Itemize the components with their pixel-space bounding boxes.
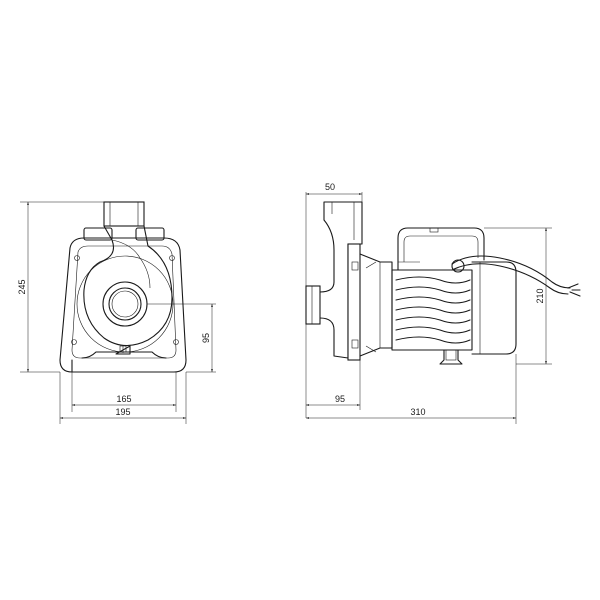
side-foot bbox=[439, 349, 463, 365]
side-view bbox=[305, 201, 581, 365]
cable-wire-ends bbox=[567, 283, 581, 297]
dim-front-base-inner: 165 bbox=[116, 394, 131, 404]
side-terminal-box bbox=[397, 227, 485, 271]
front-view bbox=[59, 201, 187, 373]
side-motor-body bbox=[391, 269, 473, 351]
side-adapter bbox=[359, 253, 393, 357]
front-inlet-outer bbox=[102, 281, 148, 327]
front-outlet-pipe bbox=[103, 201, 145, 227]
power-cable bbox=[451, 255, 571, 289]
front-screw bbox=[169, 255, 175, 261]
front-dimensions: 245 95 165 195 bbox=[17, 201, 216, 424]
front-base bbox=[71, 351, 167, 373]
front-housing bbox=[59, 237, 187, 373]
front-screw bbox=[71, 339, 77, 345]
motor-cooling-fins bbox=[395, 276, 471, 344]
dim-side-base-offset: 95 bbox=[335, 394, 345, 404]
side-pump-casing bbox=[311, 219, 363, 359]
dim-side-outlet: 50 bbox=[325, 182, 335, 192]
side-inlet-flange bbox=[305, 285, 321, 325]
front-volute bbox=[83, 225, 173, 347]
dim-front-inlet: 95 bbox=[201, 333, 211, 343]
side-motor-endcap bbox=[471, 261, 517, 355]
front-top-boss-right bbox=[135, 227, 165, 241]
front-screw bbox=[173, 339, 179, 345]
dim-front-base-outer: 195 bbox=[115, 407, 130, 417]
front-screw bbox=[74, 255, 80, 261]
side-outlet-pipe bbox=[323, 201, 363, 245]
dim-side-motor-height: 210 bbox=[535, 288, 545, 303]
front-top-boss-left bbox=[83, 227, 113, 241]
dim-front-height: 245 bbox=[17, 279, 27, 294]
side-dimensions: 50 210 95 310 bbox=[305, 182, 552, 424]
side-mounting-plate bbox=[347, 243, 361, 361]
dim-side-total-length: 310 bbox=[410, 407, 425, 417]
